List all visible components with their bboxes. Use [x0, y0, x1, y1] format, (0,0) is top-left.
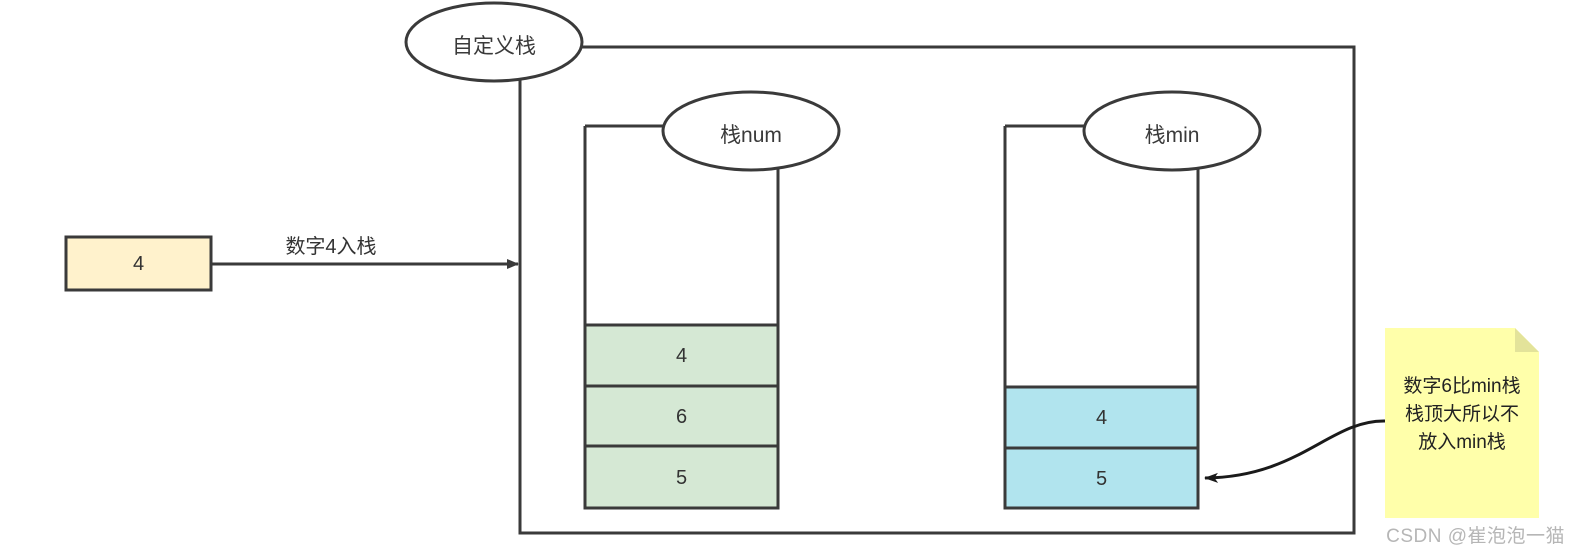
min-stack-cell — [1003, 385, 1200, 450]
input-value-box — [64, 235, 213, 292]
watermark-label: CSDN @崔泡泡一猫 — [1386, 526, 1565, 547]
sticky-note-text: 数字6比min栈 栈顶大所以不 放入min栈 — [1403, 376, 1521, 453]
num-stack-ellipse — [661, 90, 841, 172]
title-node-ellipse — [404, 1, 584, 83]
num-stack-cell — [583, 384, 780, 448]
min-stack-cell — [1003, 446, 1200, 510]
num-stack-cell — [583, 444, 780, 510]
custom-stack-container — [518, 45, 1356, 535]
sticky-note — [1385, 328, 1539, 518]
min-stack-ellipse — [1082, 90, 1262, 172]
sticky-note-fold-icon — [1515, 328, 1539, 352]
note-callout-arrow — [1204, 419, 1386, 483]
num-stack-cell — [583, 323, 780, 388]
